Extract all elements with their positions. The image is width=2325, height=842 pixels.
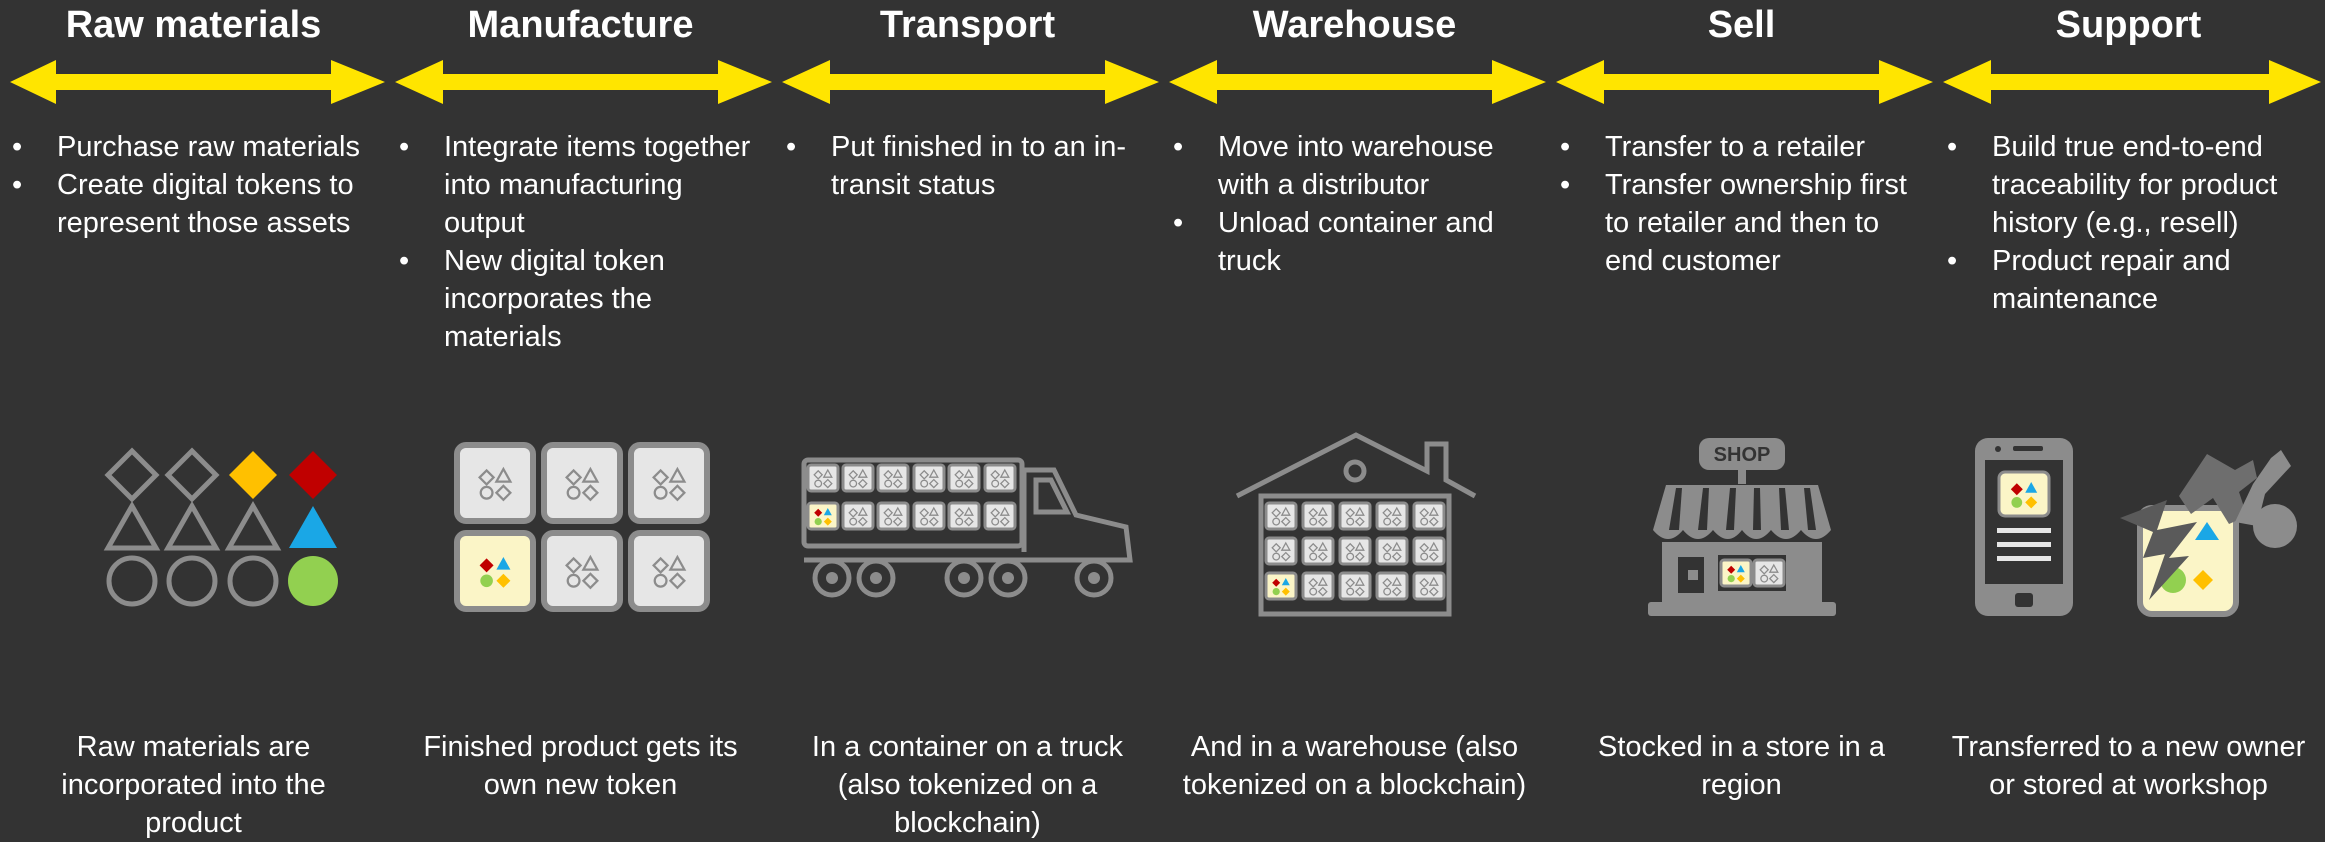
shop-icon: SHOP <box>1548 430 1935 630</box>
stage-title: Manufacture <box>467 4 694 46</box>
bullet-item: New digital token incorporates the mater… <box>397 242 767 356</box>
stage-title: Warehouse <box>1252 4 1457 46</box>
truck-icon <box>774 430 1161 630</box>
warehouse-icon <box>1161 430 1548 630</box>
stage-title: Transport <box>879 4 1056 46</box>
stage-raw-materials: Raw materials Purchase raw materials Cre… <box>0 0 387 841</box>
bullet-item: Put finished in to an in-transit status <box>784 128 1154 204</box>
stage-warehouse: Warehouse Move into warehouse with a dis… <box>1161 0 1548 841</box>
manufactured-token-tiles-icon <box>387 430 774 630</box>
stage-caption: Stocked in a store in a region <box>1598 731 1885 801</box>
raw-materials-shapes-icon <box>0 430 387 630</box>
bullet-list: Transfer to a retailer Transfer ownershi… <box>1558 128 1928 280</box>
stage-title: Sell <box>1707 4 1776 46</box>
double-arrow-icon <box>1943 60 2321 104</box>
bullet-list: Build true end-to-end traceability for p… <box>1945 128 2315 318</box>
bullet-item: Transfer to a retailer <box>1558 128 1928 166</box>
stage-caption: And in a warehouse (also tokenized on a … <box>1182 731 1527 801</box>
stage-caption: Transferred to a new owner or stored at … <box>1951 731 2306 801</box>
bullet-item: Purchase raw materials <box>10 128 380 166</box>
double-arrow-icon <box>10 60 385 104</box>
bullet-item: Transfer ownership first to retailer and… <box>1558 166 1928 280</box>
stage-transport: Transport Put finished in to an in-trans… <box>774 0 1161 841</box>
stage-caption: Finished product gets its own new token <box>423 731 738 801</box>
double-arrow-icon <box>1556 60 1933 104</box>
stage-sell: Sell Transfer to a retailer Transfer own… <box>1548 0 1935 841</box>
double-arrow-icon <box>1169 60 1546 104</box>
bullet-item: Product repair and maintenance <box>1945 242 2315 318</box>
stage-caption: Raw materials are incorporated into the … <box>61 731 326 839</box>
stage-title: Support <box>2055 4 2202 46</box>
bullet-item: Build true end-to-end traceability for p… <box>1945 128 2315 242</box>
bullet-item: Create digital tokens to represent those… <box>10 166 380 242</box>
stage-manufacture: Manufacture Integrate items together int… <box>387 0 774 841</box>
double-arrow-icon <box>395 60 772 104</box>
stage-caption: In a container on a truck (also tokenize… <box>811 731 1124 839</box>
bullet-item: Move into warehouse with a distributor <box>1171 128 1541 204</box>
bullet-list: Purchase raw materials Create digital to… <box>10 128 380 242</box>
double-arrow-icon <box>782 60 1159 104</box>
shop-sign-text: SHOP <box>1714 444 1771 466</box>
phone-repair-icon <box>1935 430 2322 630</box>
bullet-item: Unload container and truck <box>1171 204 1541 280</box>
bullet-item: Integrate items together into manufactur… <box>397 128 767 242</box>
bullet-list: Integrate items together into manufactur… <box>397 128 767 356</box>
bullet-list: Put finished in to an in-transit status <box>784 128 1154 204</box>
bullet-list: Move into warehouse with a distributor U… <box>1171 128 1541 280</box>
stage-support: Support Build true end-to-end traceabili… <box>1935 0 2322 841</box>
stage-title: Raw materials <box>65 4 322 46</box>
